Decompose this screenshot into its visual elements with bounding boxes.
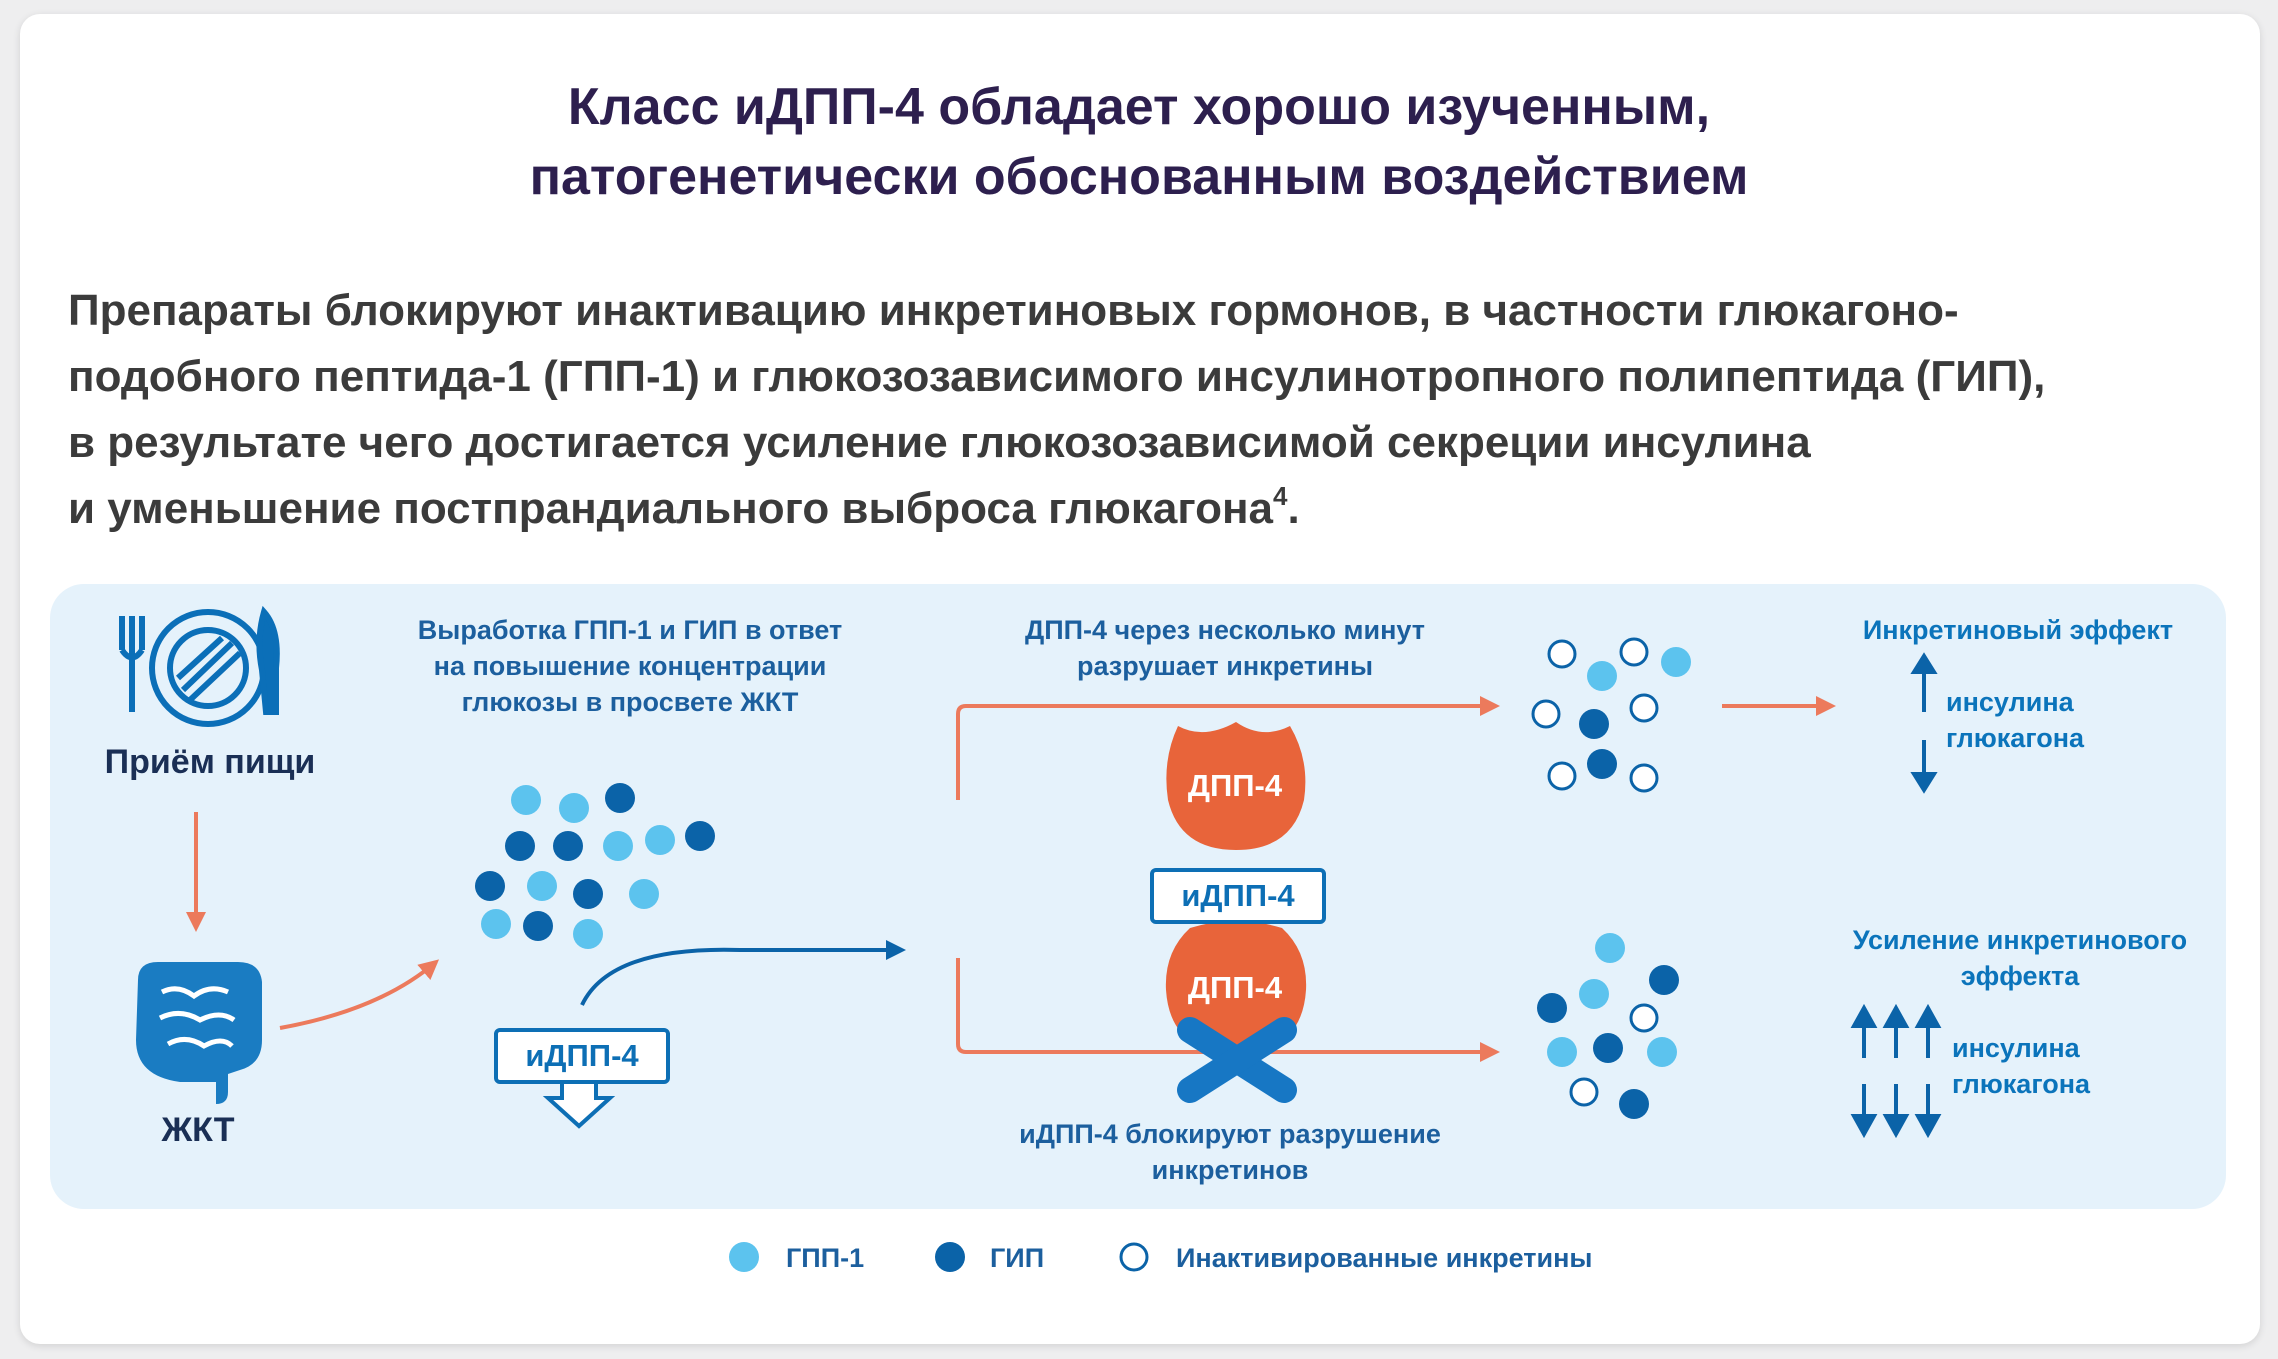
effect-arrows-top (1910, 652, 1938, 794)
block-line-1: иДПП-4 блокируют разрушение (1019, 1119, 1441, 1149)
effect-bottom-title: Усиление инкретинового эффекта (1820, 922, 2220, 994)
effect-bottom-line-2: эффекта (1960, 961, 2080, 991)
dpp4-pathway-arrow (956, 696, 1500, 800)
production-label: Выработка ГПП-1 и ГИП в ответ на повышен… (380, 612, 880, 720)
effect-bottom-glucagon: глюкагона (1952, 1069, 2091, 1099)
dpp4-enzyme-label-bottom: ДПП-4 (1187, 970, 1283, 1005)
production-line-3: глюкозы в просвете ЖКТ (461, 687, 799, 717)
incretin-cluster-produced (475, 783, 715, 949)
intestine-icon (136, 962, 262, 1104)
dpp4-enzyme-blocked-icon (1165, 921, 1307, 1054)
plate-fork-knife-icon (119, 605, 280, 727)
lead-line-2: подобного пептида-1 (ГПП-1) и глюкозозав… (68, 352, 2046, 401)
inhibitor-tag-left: иДПП-4 (494, 1028, 670, 1084)
legend-inactive-marker (1119, 1242, 1149, 1272)
effect-arrows-bottom (1850, 1003, 1942, 1139)
lead-paragraph: Препараты блокируют инактивацию инкретин… (68, 278, 2228, 542)
dpp4-action-label: ДПП-4 через несколько минут разрушает ин… (960, 612, 1490, 684)
effect-top-insulin: инсулина (1946, 687, 2074, 717)
title-line-1: Класс иДПП-4 обладает хорошо изученным, (567, 78, 1711, 136)
dpp4-enzyme-icon (1166, 722, 1306, 850)
lead-line-4-text: и уменьшение постпрандиального выброса г… (68, 484, 1274, 533)
inhibitor-tag-middle: иДПП-4 (1150, 868, 1326, 924)
effect-top-glucagon: глюкагона (1946, 723, 2085, 753)
legend-inactive-label: Инактивированные инкретины (1176, 1243, 1593, 1273)
blocked-pathway-arrow (956, 958, 1500, 1062)
dpp4-enzyme-label-top: ДПП-4 (1187, 768, 1283, 803)
food-label: Приём пищи (104, 743, 316, 781)
lead-line-4: и уменьшение постпрандиального выброса г… (68, 476, 2228, 542)
dpp4-action-line-2: разрушает инкретины (1076, 651, 1374, 681)
block-line-2: инкретинов (1151, 1155, 1309, 1185)
block-label: иДПП-4 блокируют разрушение инкретинов (980, 1116, 1480, 1188)
effect-top-title: Инкретиновый эффект (1862, 615, 2174, 645)
gut-to-cluster-arrow (279, 959, 440, 1030)
incretin-cluster-inactivated (1531, 637, 1691, 793)
legend-gip-marker (935, 1242, 965, 1272)
legend-glp1-label: ГПП-1 (786, 1243, 865, 1273)
legend-gip-label: ГИП (990, 1243, 1045, 1273)
legend-glp1-marker (729, 1242, 759, 1272)
effect-bottom-insulin: инсулина (1952, 1033, 2080, 1063)
dpp4-action-line-1: ДПП-4 через несколько минут (1025, 615, 1425, 645)
effect-bottom-line-1: Усиление инкретинового (1852, 925, 2188, 955)
footnote-marker: 4 (1273, 481, 1288, 511)
cross-mark-icon (1177, 1017, 1297, 1103)
production-line-1: Выработка ГПП-1 и ГИП в ответ (417, 615, 843, 645)
inhibitor-path-arrow (580, 940, 906, 1006)
lead-line-4-end: . (1287, 484, 1300, 533)
incretin-cluster-preserved (1537, 933, 1679, 1119)
lead-line-3: в результате чего достигается усиление г… (68, 418, 1811, 467)
title-line-2: патогенетически обоснованным воздействие… (529, 148, 1749, 206)
gut-label: ЖКТ (161, 1111, 235, 1149)
inhibitor-down-arrow-left (542, 1078, 616, 1129)
production-line-2: на повышение концентрации (433, 651, 827, 681)
lead-line-1: Препараты блокируют инактивацию инкретин… (68, 286, 1959, 335)
page-title: Класс иДПП-4 обладает хорошо изученным, … (0, 72, 2278, 212)
